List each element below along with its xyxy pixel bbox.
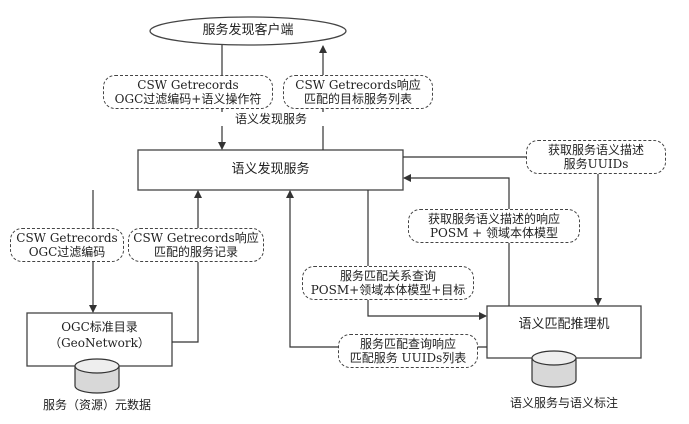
get-desc-response-line2: POSM + 领域本体模型 [429,226,559,240]
csw-left-box [10,228,124,262]
get-desc-response-box [408,209,580,243]
csw-request-line2: OGC过滤编码+语义操作符 [114,92,262,106]
service-small-label: 语义发现服务 [216,112,326,126]
csw-response-left-line2: 匹配的服务记录 [153,245,238,259]
reasoner-label: 语义匹配推理机 [518,317,610,332]
match-response-line1: 服务匹配查询响应 [359,337,456,351]
match-query-line1: 服务匹配关系查询 [339,269,436,283]
reasoner-db-icon [531,350,577,388]
catalog-line1: OGC标准目录 [61,320,138,334]
csw-response-line1: CSW Getrecords响应 [295,78,421,92]
catalog-line2: （GeoNetwork） [49,336,150,350]
reasoner-box [486,305,642,359]
csw-response-left-box [128,228,264,262]
match-query-line2: POSM+领域本体模型+目标 [310,283,466,297]
arrow-catalog-to-service [172,190,202,343]
csw-response-box [283,75,433,109]
get-desc-request-box [526,140,666,174]
catalog-box [26,312,173,367]
match-query-box [302,266,474,300]
csw-left-line2: OGC过滤编码 [28,245,106,259]
csw-response-line2: 匹配的目标服务列表 [303,92,412,106]
get-desc-request-line1: 获取服务语义描述 [547,143,644,157]
match-response-box [338,334,478,368]
get-desc-response-line1: 获取服务语义描述的响应 [427,212,560,226]
csw-response-left-line1: CSW Getrecords响应 [133,231,259,245]
csw-request-box [103,75,273,109]
client-ellipse [149,16,347,46]
client-label: 服务发现客户端 [202,23,294,38]
catalog-db-caption: 服务（资源）元数据 [42,398,151,412]
reasoner-db-caption: 语义服务与语义标注 [509,396,618,410]
arrow-reasoner-to-service [403,174,510,306]
arrow-query-to-reasoner [367,190,487,320]
main-service-label: 语义发现服务 [231,162,310,177]
catalog-db-icon [74,358,120,394]
match-response-line2: 匹配服务 UUIDs列表 [349,351,467,365]
csw-left-line1: CSW Getrecords [16,231,118,245]
main-service-box [137,149,404,191]
csw-request-line1: CSW Getrecords [137,78,239,92]
get-desc-request-line2: 服务UUIDs [563,157,629,171]
